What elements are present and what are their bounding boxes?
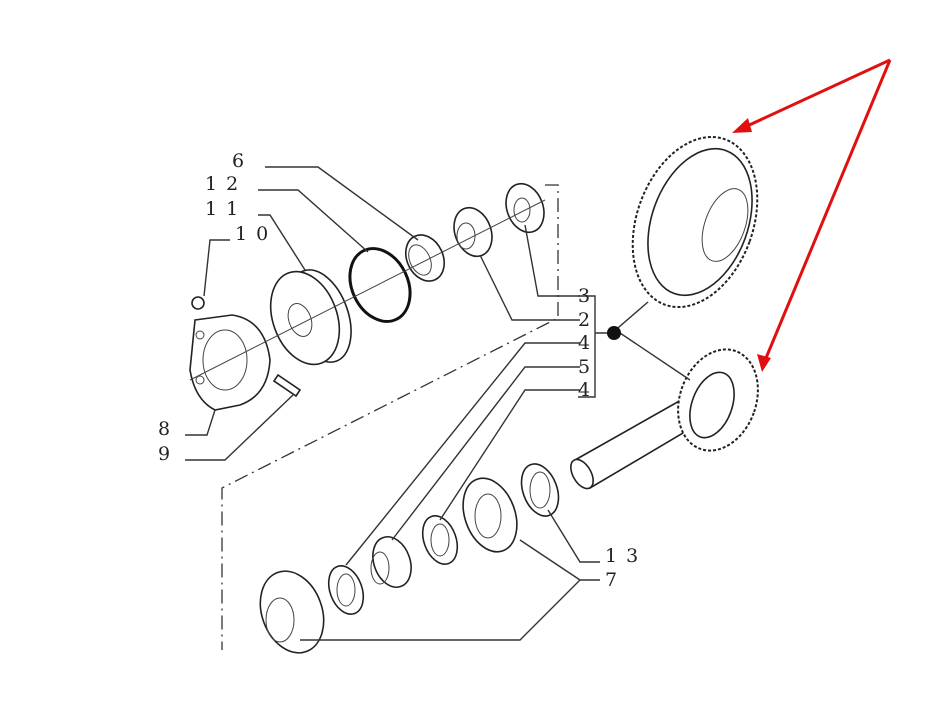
part-8-flange [189, 314, 271, 411]
part-7-bearing-upper [462, 477, 518, 553]
part-4-ring [421, 515, 459, 565]
callout-13: 13 [605, 545, 647, 567]
part-7-bearing-lower [259, 570, 325, 654]
leader-lines [185, 166, 691, 641]
part-10-ball [191, 296, 205, 310]
callout-5: 5 [578, 356, 599, 378]
callout-8: 8 [158, 418, 179, 440]
pinion-shaft [570, 348, 759, 490]
callout-10: 10 [235, 223, 277, 245]
part-11-seal [269, 269, 352, 366]
part-13-ring [520, 463, 560, 517]
callout-3: 3 [578, 285, 599, 307]
crown-wheel [631, 135, 759, 309]
group-dot [607, 326, 621, 340]
callout-6: 6 [232, 150, 253, 172]
callout-11: 11 [205, 198, 247, 220]
callout-7: 7 [605, 569, 626, 591]
highlight-arrows [732, 58, 892, 372]
part-9-bolt [272, 373, 302, 398]
part-2-nut [453, 206, 493, 258]
callout-9: 9 [158, 443, 179, 465]
part-5-spacer [370, 536, 412, 588]
callout-4a: 4 [578, 332, 599, 354]
callout-4b: 4 [578, 379, 599, 401]
callout-12: 12 [205, 173, 247, 195]
part-6-ring [404, 234, 446, 282]
part-4-ring-lower [327, 565, 365, 615]
callout-2: 2 [578, 309, 599, 331]
assembly-boundary [221, 184, 559, 650]
